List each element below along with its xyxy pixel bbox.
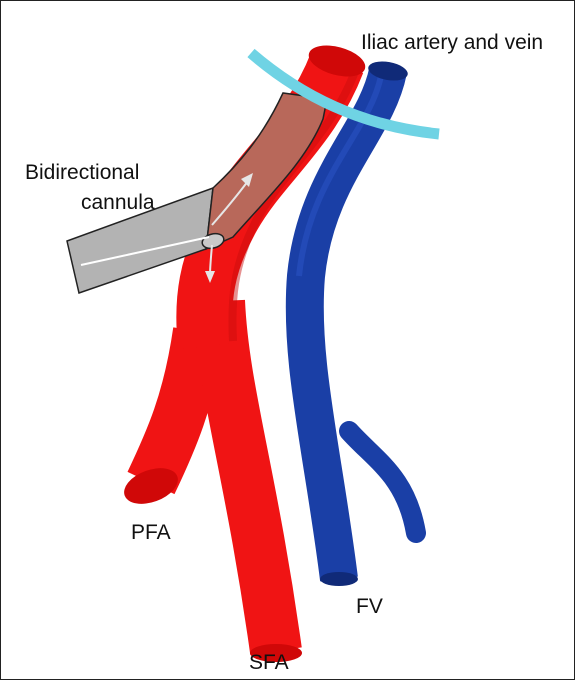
label-pfa: PFA [131,521,171,544]
pfa-vessel [151,331,199,483]
label-bidirectional: Bidirectional [25,161,139,184]
femoral-vein-branch [349,431,416,533]
label-iliac-artery-and-vein: Iliac artery and vein [361,31,543,54]
label-sfa: SFA [249,651,289,674]
sfa-vessel [219,301,276,651]
label-cannula: cannula [81,191,155,214]
femoral-vein-bottom-opening [320,572,358,586]
label-fv: FV [356,595,383,618]
